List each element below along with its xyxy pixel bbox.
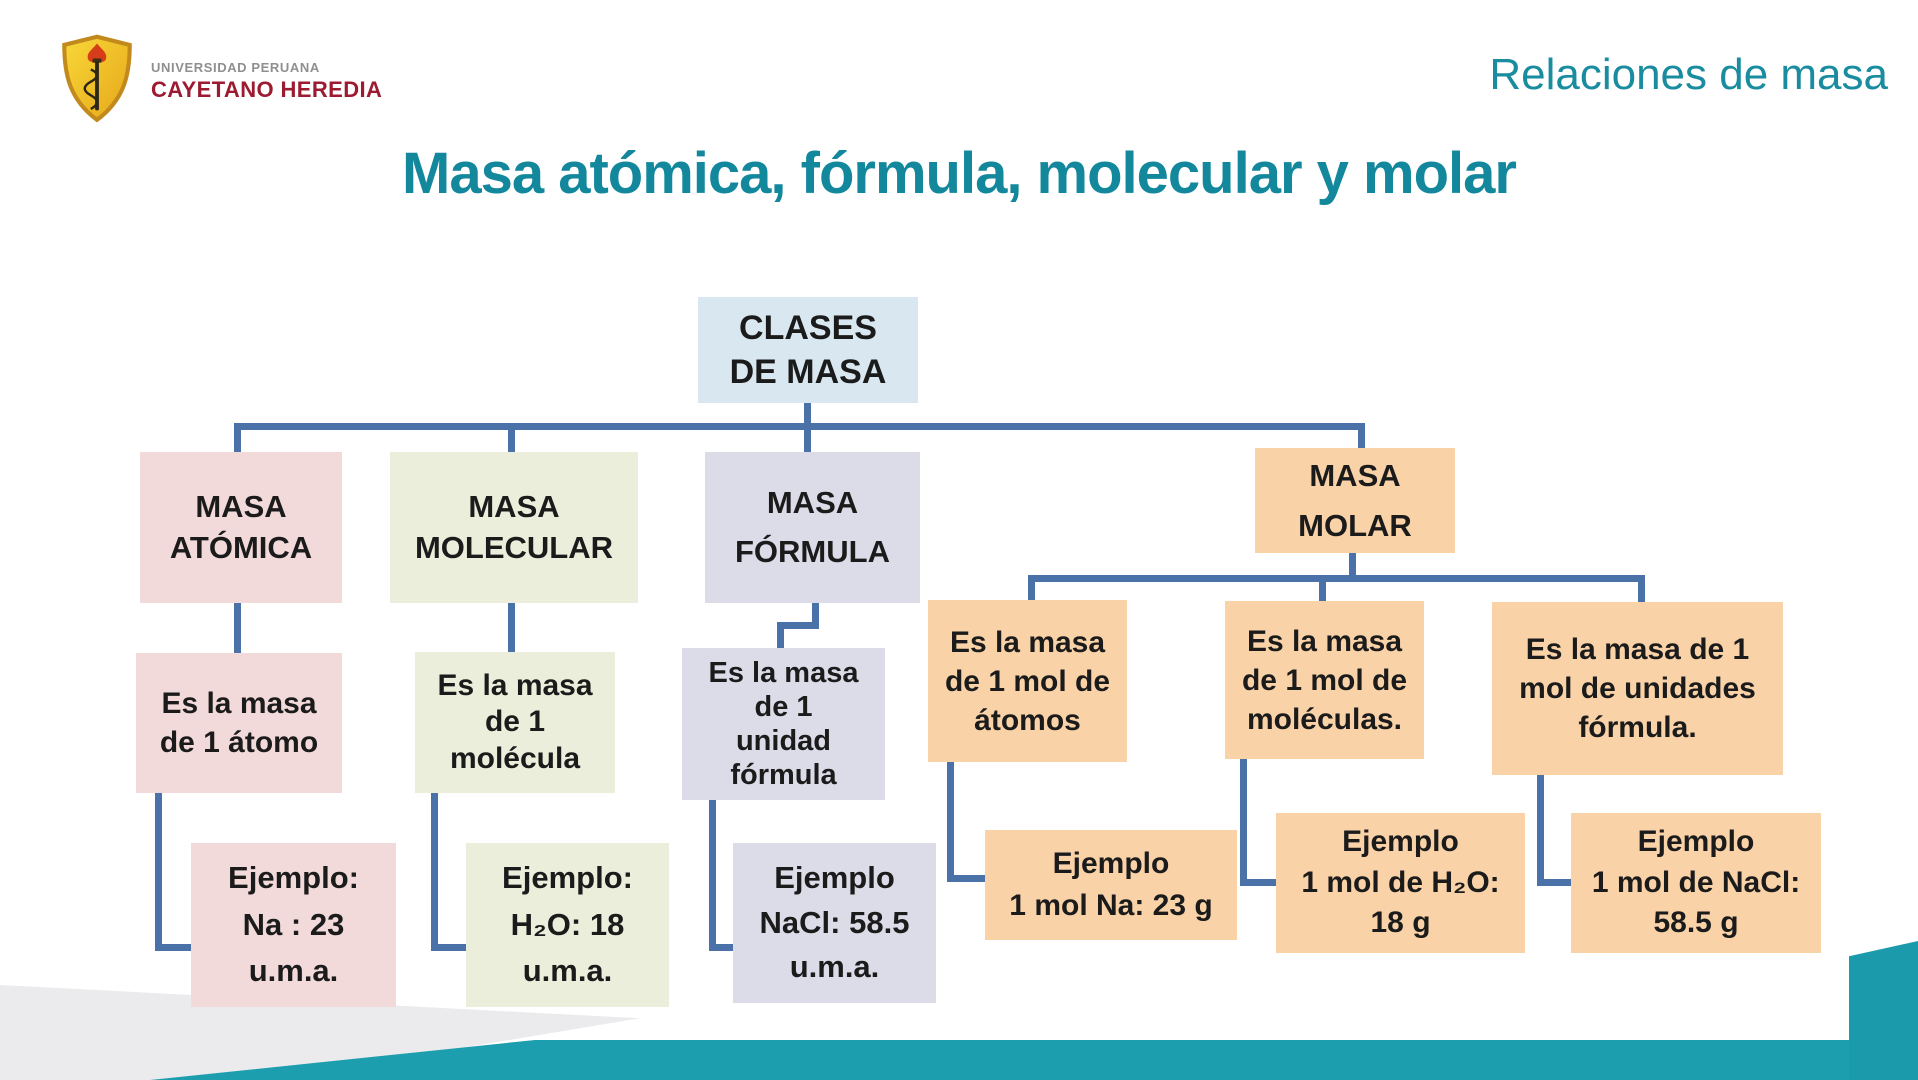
connector-example-molecular-v: [431, 793, 438, 951]
def-molar-moleculas-box: Es la masa de 1 mol de moléculas.: [1225, 601, 1424, 759]
masa-formula-line2: FÓRMULA: [735, 533, 890, 569]
connector-molar-stub-unidades: [1638, 575, 1645, 604]
connector-level1-horizontal: [234, 423, 1365, 430]
masa-atomica-line1: MASA: [195, 489, 287, 525]
connector-example-h2o-h: [1240, 879, 1278, 886]
connector-molar-vertical: [1349, 553, 1356, 582]
def-molar-moleculas-line2: de 1 mol de: [1241, 663, 1408, 697]
connector-example-nacl-h: [1537, 879, 1573, 886]
example-molar-nacl-line3: 58.5 g: [1653, 906, 1739, 940]
example-molar-h2o-line2: 1 mol de H₂O:: [1301, 865, 1500, 899]
example-molar-h2o-line3: 18 g: [1370, 906, 1431, 940]
masa-molar-line1: MASA: [1309, 457, 1401, 493]
connector-def-formula-v1: [812, 603, 819, 629]
masa-formula-box: MASA FÓRMULA: [705, 452, 920, 603]
connector-example-formula-h: [709, 944, 735, 951]
connector-def-formula-v2: [777, 622, 784, 650]
bottom-right-teal-column: [1849, 941, 1918, 1080]
def-formula-line3: unidad: [735, 725, 832, 757]
example-formula-line2: NaCl: 58.5: [759, 904, 910, 940]
connector-def-atomica: [234, 603, 241, 653]
masa-molar-line2: MOLAR: [1298, 507, 1412, 543]
page-title: Masa atómica, fórmula, molecular y molar: [402, 141, 1517, 206]
connector-def-formula-h: [777, 622, 819, 629]
def-molar-moleculas-line3: moléculas.: [1246, 702, 1403, 736]
example-formula-box: Ejemplo NaCl: 58.5 u.m.a.: [733, 843, 936, 1003]
def-formula-line1: Es la masa: [708, 656, 859, 689]
connector-molar-horizontal: [1028, 575, 1645, 582]
connector-example-nacl-v: [1537, 775, 1544, 886]
masa-atomica-box: MASA ATÓMICA: [140, 452, 342, 603]
example-formula-line1: Ejemplo: [774, 859, 895, 895]
def-atomica-line1: Es la masa: [161, 687, 317, 720]
def-molecular-box: Es la masa de 1 molécula: [415, 652, 615, 793]
connector-def-molecular: [508, 603, 515, 652]
example-molar-nacl-line1: Ejemplo: [1637, 825, 1755, 859]
example-molecular-line1: Ejemplo:: [502, 860, 633, 896]
connector-example-h2o-v: [1240, 759, 1247, 886]
masa-molecular-box: MASA MOLECULAR: [390, 452, 638, 603]
def-molar-moleculas-line1: Es la masa: [1246, 624, 1403, 658]
slide-section-label: Relaciones de masa: [1489, 50, 1888, 99]
def-molar-unidades-line2: mol de unidades: [1519, 672, 1756, 705]
connector-example-na-h: [947, 875, 987, 882]
example-molar-na-line2: 1 mol Na: 23 g: [1009, 889, 1213, 922]
masa-molar-box: MASA MOLAR: [1255, 448, 1455, 553]
def-molar-unidades-line3: fórmula.: [1578, 711, 1697, 744]
def-molar-atomos-line3: átomos: [974, 703, 1081, 737]
university-name-line1: UNIVERSIDAD PERUANA: [151, 60, 320, 75]
def-molar-atomos-line1: Es la masa: [949, 625, 1106, 659]
root-box-line2: DE MASA: [729, 353, 887, 391]
masa-atomica-line2: ATÓMICA: [169, 529, 313, 565]
university-shield-icon: [55, 34, 139, 129]
connector-stub-molar: [1358, 423, 1365, 448]
connector-example-atomica-v: [155, 793, 162, 951]
masa-formula-line1: MASA: [766, 485, 859, 521]
masa-molecular-line2: MOLECULAR: [414, 529, 614, 565]
def-atomica-box: Es la masa de 1 átomo: [136, 653, 342, 793]
def-molar-atomos-line2: de 1 mol de: [944, 664, 1111, 698]
masa-molecular-line1: MASA: [468, 489, 560, 525]
def-molar-unidades-line1: Es la masa de 1: [1525, 633, 1750, 666]
example-molar-h2o-line1: Ejemplo: [1342, 825, 1459, 859]
def-molecular-line3: molécula: [449, 741, 581, 775]
connector-example-na-v: [947, 762, 954, 882]
example-molar-na-box: Ejemplo 1 mol Na: 23 g: [985, 830, 1237, 940]
example-molar-h2o-box: Ejemplo 1 mol de H₂O: 18 g: [1276, 813, 1525, 953]
def-molecular-line2: de 1: [484, 705, 546, 739]
def-molecular-line1: Es la masa: [437, 668, 593, 702]
connector-example-molecular-h: [431, 944, 468, 951]
connector-molar-stub-atomos: [1028, 575, 1035, 602]
def-formula-line4: fórmula: [730, 759, 837, 792]
example-molar-nacl-box: Ejemplo 1 mol de NaCl: 58.5 g: [1571, 813, 1821, 953]
example-formula-line3: u.m.a.: [789, 949, 880, 985]
example-molecular-line3: u.m.a.: [522, 953, 613, 989]
def-formula-box: Es la masa de 1 unidad fórmula: [682, 648, 885, 800]
connector-example-atomica-h: [155, 944, 193, 951]
example-molecular-box: Ejemplo: H₂O: 18 u.m.a.: [466, 843, 669, 1007]
connector-stub-molecular: [508, 423, 515, 452]
example-atomica-line1: Ejemplo:: [228, 860, 359, 896]
university-name-line2: CAYETANO HEREDIA: [151, 77, 383, 102]
example-molar-nacl-line2: 1 mol de NaCl:: [1591, 865, 1801, 899]
university-logo: UNIVERSIDAD PERUANA CAYETANO HEREDIA: [55, 34, 382, 129]
root-box-clases-de-masa: CLASES DE MASA: [698, 297, 918, 403]
connector-example-formula-v: [709, 800, 716, 951]
connector-stub-atomica: [234, 423, 241, 452]
example-atomica-box: Ejemplo: Na : 23 u.m.a.: [191, 843, 396, 1007]
example-molar-na-line1: Ejemplo: [1052, 847, 1170, 880]
def-formula-line2: de 1: [754, 690, 813, 723]
def-molar-unidades-box: Es la masa de 1 mol de unidades fórmula.: [1492, 602, 1783, 775]
connector-molar-stub-moleculas: [1319, 575, 1326, 603]
example-atomica-line2: Na : 23: [242, 906, 345, 942]
def-atomica-line2: de 1 átomo: [159, 726, 319, 759]
university-name: UNIVERSIDAD PERUANA CAYETANO HEREDIA: [151, 60, 382, 103]
example-atomica-line3: u.m.a.: [248, 953, 339, 989]
example-molecular-line2: H₂O: 18: [510, 906, 625, 942]
def-molar-atomos-box: Es la masa de 1 mol de átomos: [928, 600, 1127, 762]
root-box-line1: CLASES: [739, 308, 877, 347]
